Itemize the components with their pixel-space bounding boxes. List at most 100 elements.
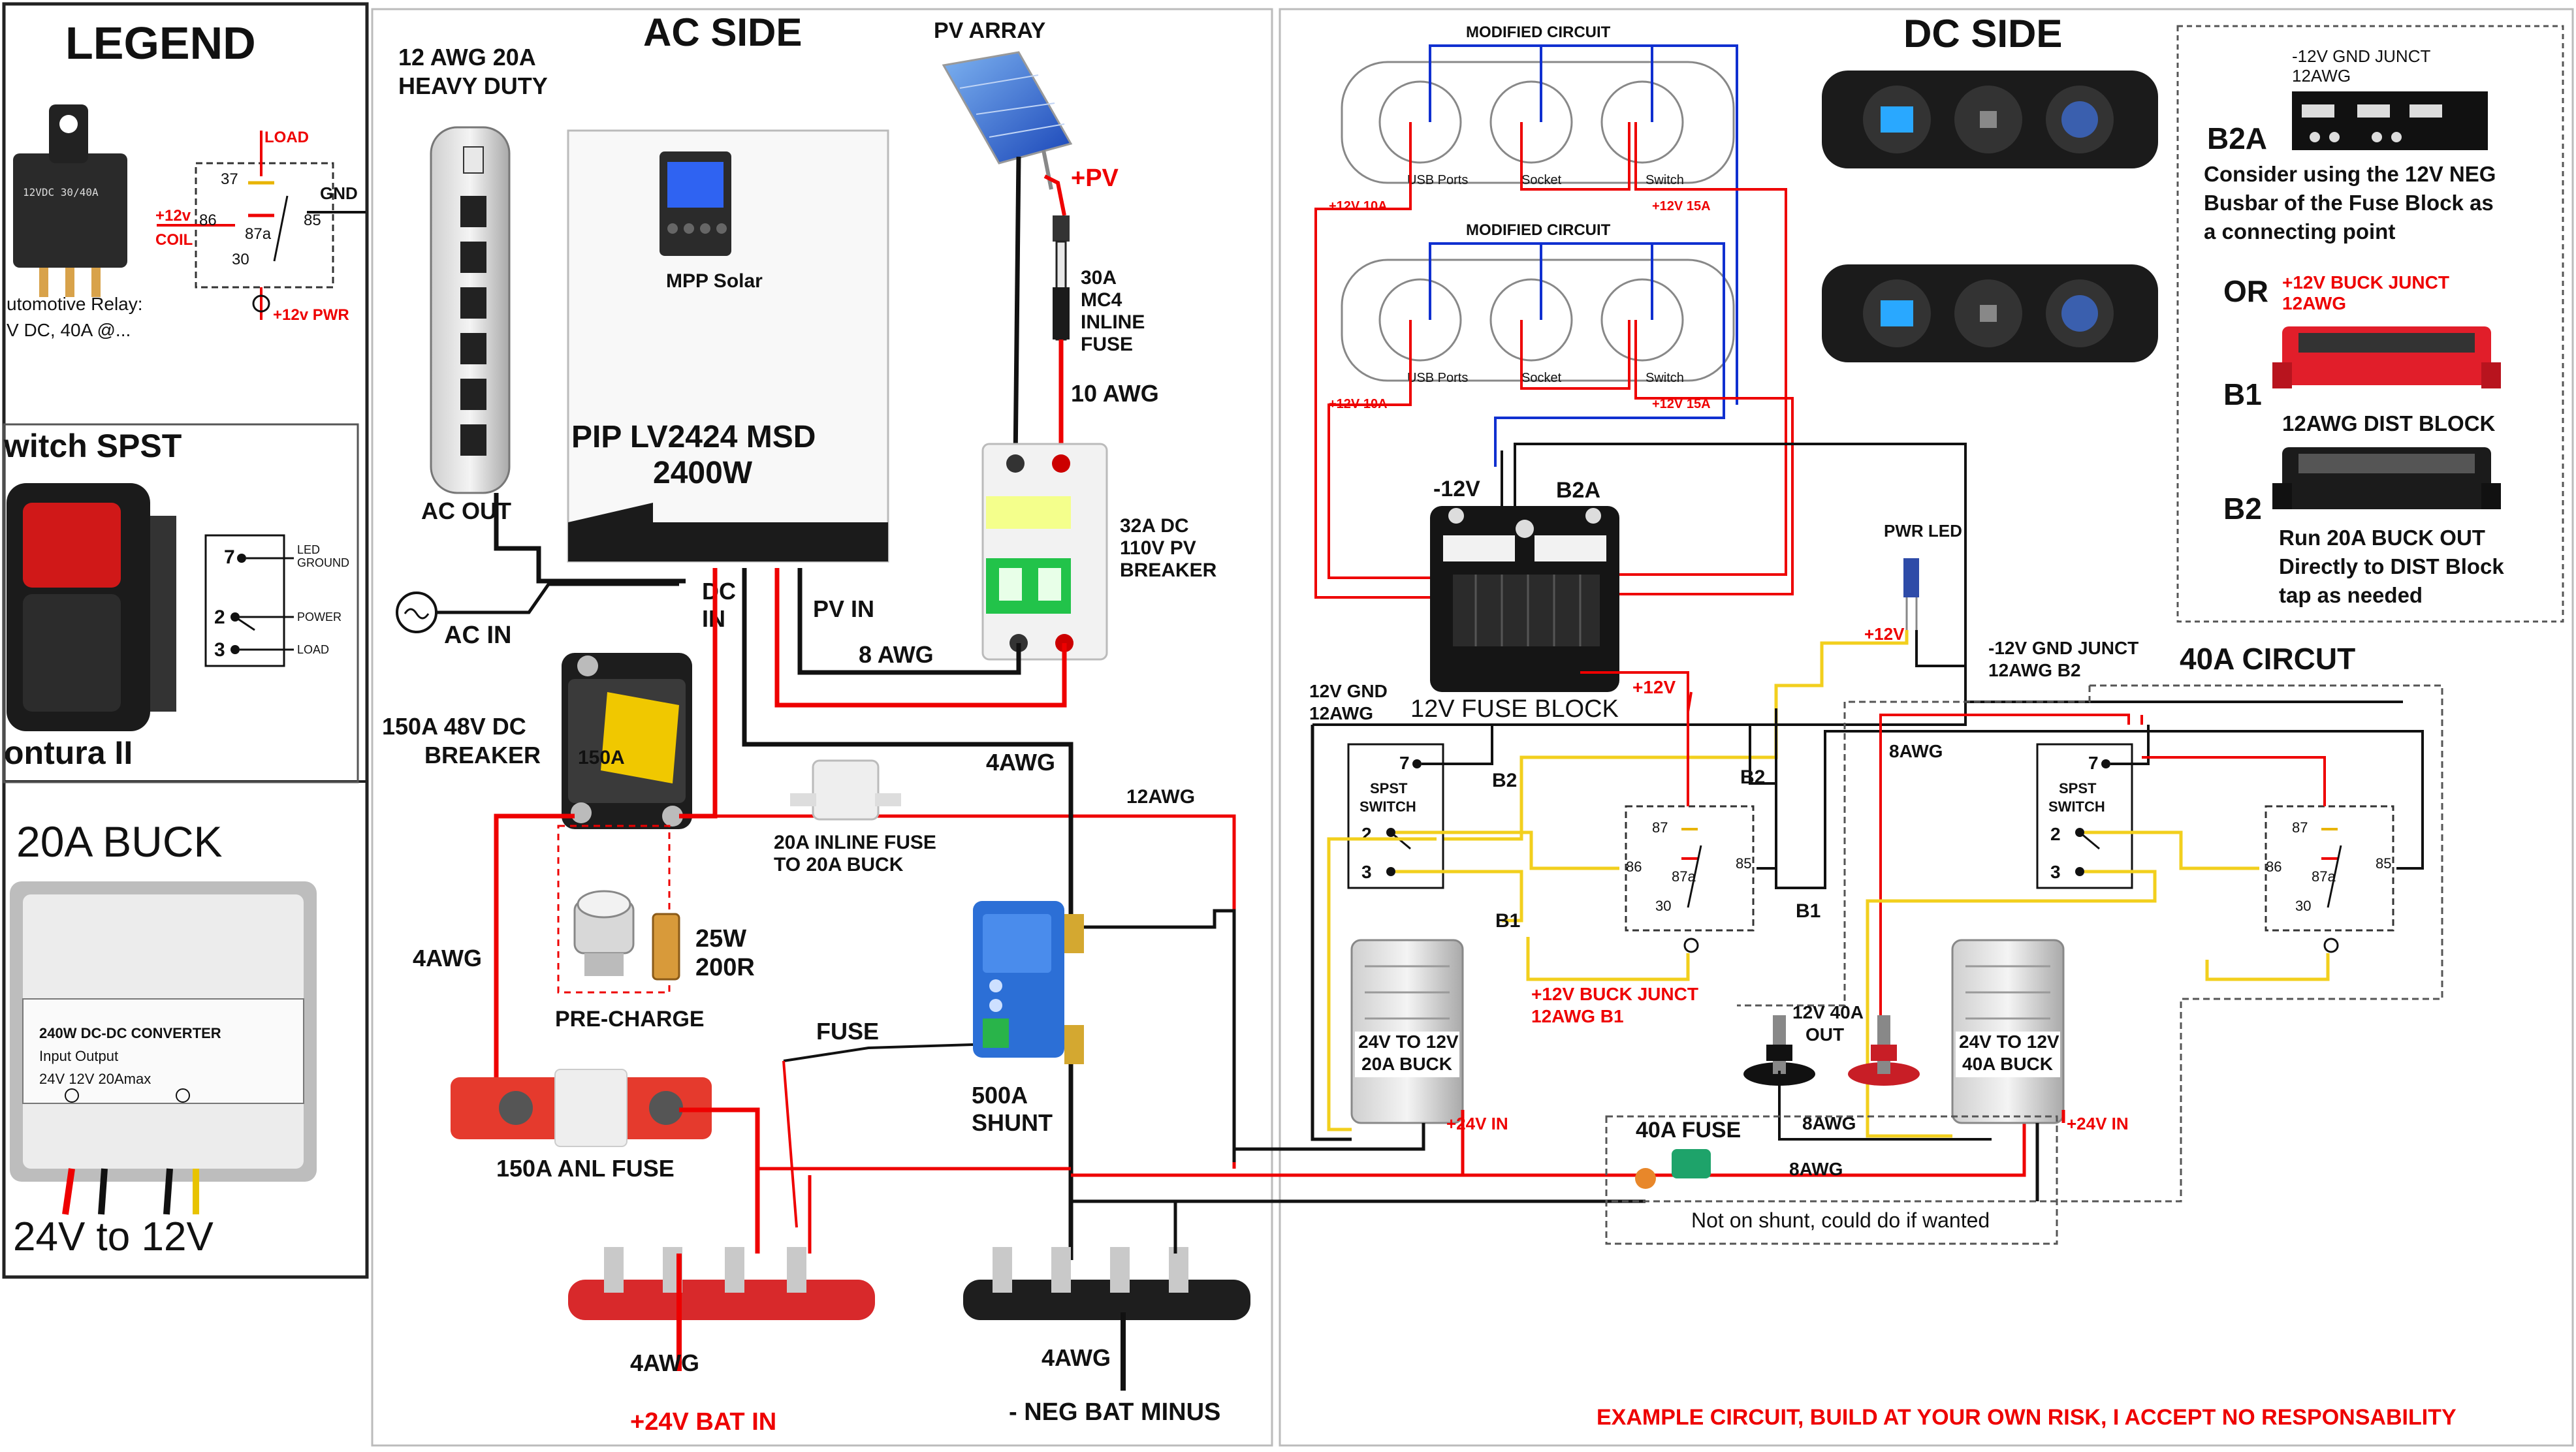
modified-panel-bottom: MODIFIED CIRCUIT USB Ports Socket Switch… xyxy=(1329,221,1735,411)
disclaimer: EXAMPLE CIRCUIT, BUILD AT YOUR OWN RISK,… xyxy=(1597,1405,2457,1430)
r20-87a: 87a xyxy=(1672,868,1696,885)
panel-top-usb: USB Ports xyxy=(1407,173,1468,187)
switch-3-label: 3 xyxy=(214,639,225,661)
relay-40a: 87 86 85 87a 30 xyxy=(2265,805,2394,953)
pv-breaker xyxy=(981,443,1108,661)
sw20-2-label: 2 xyxy=(1361,824,1372,844)
switch-load-label: LOAD xyxy=(297,643,329,656)
switch-power-label: POWER xyxy=(297,610,342,623)
not-on-shunt-label: Not on shunt, could do if wanted xyxy=(1691,1208,1990,1232)
gauge-bottom-pos: 4AWG xyxy=(630,1349,699,1376)
panel-bottom-usb: USB Ports xyxy=(1407,371,1468,385)
panel-bottom-fuse-right: +12V 15A xyxy=(1652,397,1711,411)
relay-37-label: 37 xyxy=(221,170,238,188)
gauge-4b-label: 4AWG xyxy=(986,749,1055,776)
pv-array-label: PV ARRAY xyxy=(934,18,1046,43)
sw40-2-label: 2 xyxy=(2050,824,2061,844)
accessory-panel-top xyxy=(1822,71,2158,168)
plus12-led-label: +12V xyxy=(1864,624,1905,644)
neg-bat-label: - NEG BAT MINUS xyxy=(1009,1398,1220,1426)
panel-top-fuse-right: +12V 15A xyxy=(1652,199,1711,213)
awg8-c-label: 8AWG xyxy=(1789,1159,1843,1179)
gauge-4a-label: 4AWG xyxy=(413,945,482,971)
r40-85: 85 xyxy=(2376,855,2391,872)
legend-title: LEGEND xyxy=(65,18,256,69)
plus-pv-label: +PV xyxy=(1071,165,1119,192)
fuse-40a xyxy=(1635,1149,1711,1189)
buck-label-line1: 240W DC-DC CONVERTER xyxy=(39,1025,221,1041)
relay-87a-label: 87a xyxy=(245,225,272,243)
dc-breaker-150a: 150A xyxy=(562,653,692,829)
r20-85: 85 xyxy=(1736,855,1751,872)
gauge-12-label: 12AWG xyxy=(1126,786,1195,808)
opt-dist-block: 12AWG DIST BLOCK xyxy=(2282,411,2496,435)
panel-bottom-switch: Switch xyxy=(1646,371,1684,385)
relay-86-label: 86 xyxy=(199,212,217,229)
ac-in-label: AC IN xyxy=(444,622,511,649)
pwr-led-icon xyxy=(1903,558,1919,630)
b2-label: B2 xyxy=(1492,770,1517,791)
r40-30: 30 xyxy=(2295,898,2311,914)
solar-panel xyxy=(942,51,1073,190)
panel-bottom-socket: Socket xyxy=(1521,371,1562,385)
sw20-7-label: 7 xyxy=(1399,753,1410,773)
relay-coil-label: COIL xyxy=(155,231,193,249)
svg-text:12VDC 30/40A: 12VDC 30/40A xyxy=(23,186,99,198)
inverter-power: 2400W xyxy=(653,456,753,490)
output-stud-pos xyxy=(1848,1015,1920,1086)
fuse-block-label: 12V FUSE BLOCK xyxy=(1410,695,1619,723)
buck-title: 20A BUCK xyxy=(16,817,223,866)
modified-panel-top: MODIFIED CIRCUIT USB Ports Socket Switch… xyxy=(1329,24,1735,213)
relay-30-label: 30 xyxy=(232,251,249,268)
modified-label-top: MODIFIED CIRCUIT xyxy=(1466,24,1611,41)
panel-top-socket: Socket xyxy=(1521,173,1562,187)
gnd-busbar xyxy=(2292,91,2488,150)
anl-fuse-label: 150A ANL FUSE xyxy=(496,1155,675,1182)
pos-bat-label: +24V BAT IN xyxy=(630,1408,776,1436)
accessory-panel-bottom xyxy=(1822,264,2158,362)
plus12-block-label: +12V xyxy=(1632,677,1676,697)
inverter-model: PIP LV2424 MSD xyxy=(571,420,816,454)
panel-top-switch: Switch xyxy=(1646,173,1684,187)
switch-7-label: 7 xyxy=(224,546,235,568)
relay-caption: utomotive Relay:V DC, 40A @... xyxy=(7,294,143,340)
pv-gauge-label: 10 AWG xyxy=(1071,380,1159,407)
modified-label-bottom: MODIFIED CIRCUIT xyxy=(1466,221,1611,239)
dc-side-title: DC SIDE xyxy=(1903,12,2062,55)
legend-buck-photo: 240W DC-DC CONVERTER Input Output 24V 12… xyxy=(10,881,317,1215)
anl-fuse-150a xyxy=(451,1069,712,1147)
fuse40-label: 40A FUSE xyxy=(1636,1118,1741,1143)
b2a-tag: B2A xyxy=(1556,478,1600,503)
buck-label-line3: 24V 12V 20Amax xyxy=(39,1071,151,1087)
opt-b2: B2 xyxy=(2223,492,2262,526)
black-dist-block xyxy=(2272,447,2501,509)
ac-side-frame xyxy=(371,8,1273,1447)
options-panel xyxy=(2176,25,2564,623)
dc-side-frame xyxy=(1279,8,2574,1447)
buck-caption: 24V to 12V xyxy=(13,1214,214,1259)
switch-2-label: 2 xyxy=(214,607,225,628)
mc4-fuse xyxy=(1053,215,1070,341)
legend-relay-schematic: LOAD GND +12v COIL +12v PWR 37 86 85 87a… xyxy=(155,129,366,324)
relay-85-label: 85 xyxy=(304,212,321,229)
precharge-label: PRE-CHARGE xyxy=(555,1007,705,1032)
red-dist-block xyxy=(2272,326,2501,388)
